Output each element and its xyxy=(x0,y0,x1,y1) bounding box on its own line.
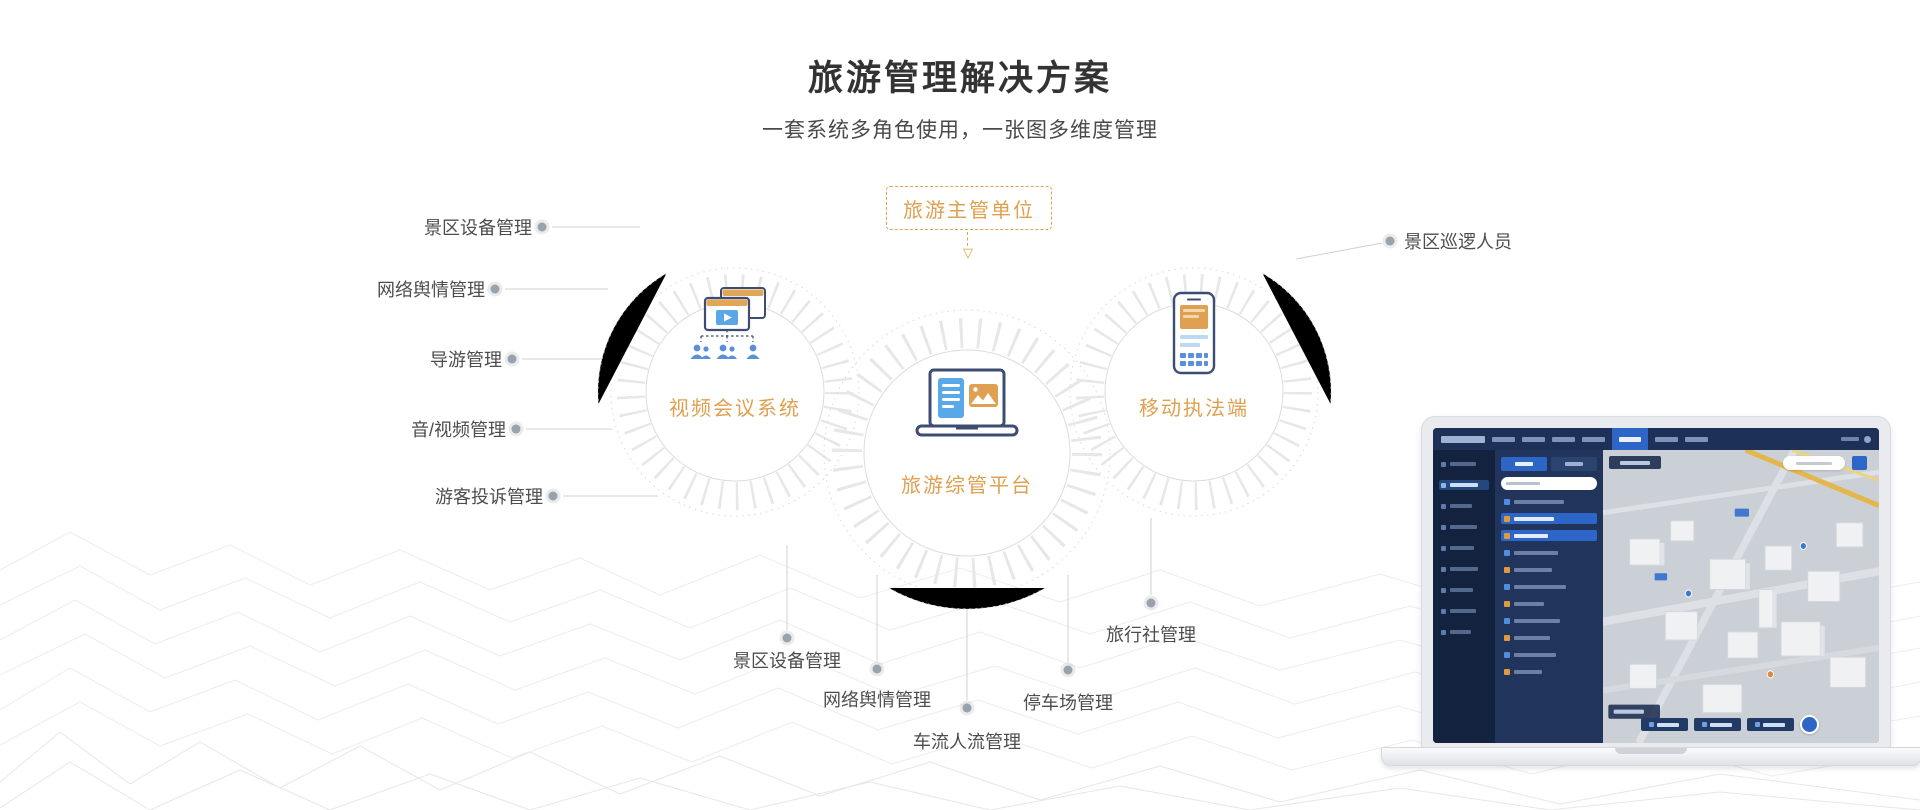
mobile-enforcement-icon xyxy=(1172,291,1216,375)
map-tool-button xyxy=(1746,718,1794,731)
tree-item-selected xyxy=(1501,513,1597,524)
dashboard-map-area xyxy=(1603,450,1879,743)
nav-tab xyxy=(1685,436,1708,442)
label-scenic-equipment-bottom: 景区设备管理 xyxy=(733,651,841,671)
laptop-mockup xyxy=(1381,416,1920,768)
circle-mobile-enforcement: 移动执法端 xyxy=(1044,242,1344,542)
circle-video-conference: 视频会议系统 xyxy=(585,242,885,542)
bullet-dot xyxy=(1385,236,1395,246)
page-title: 旅游管理解决方案 xyxy=(807,59,1112,98)
map-3d-view xyxy=(1603,450,1879,743)
video-conference-icon xyxy=(690,287,766,359)
laptop-notch xyxy=(1614,748,1687,754)
sidebar-item xyxy=(1439,501,1489,511)
tree-item xyxy=(1501,547,1597,558)
tree-tab-active xyxy=(1501,457,1547,471)
nav-tab xyxy=(1492,436,1515,442)
ring-decoration xyxy=(823,309,1111,610)
circle-label-platform: 旅游综管平台 xyxy=(901,475,1033,497)
tree-item xyxy=(1501,666,1597,677)
label-network-opinion: 网络舆情管理 xyxy=(377,280,485,300)
tree-item-selected xyxy=(1501,530,1597,541)
tree-item xyxy=(1501,598,1597,609)
map-toolbar xyxy=(1640,715,1819,734)
tree-panel-tabs xyxy=(1501,457,1597,471)
dashboard-screenshot xyxy=(1433,428,1879,743)
map-action-button xyxy=(1852,456,1867,470)
nav-tab xyxy=(1522,436,1545,442)
page-subtitle: 一套系统多角色使用，一张图多维度管理 xyxy=(762,119,1158,142)
nav-tab xyxy=(1582,436,1605,442)
bullet-dot xyxy=(490,284,500,294)
laptop-base xyxy=(1381,747,1920,766)
bullet-dot xyxy=(782,633,792,643)
label-tourist-complaint: 游客投诉管理 xyxy=(435,487,543,507)
bullet-dot xyxy=(1146,598,1156,608)
map-search-pill xyxy=(1783,456,1845,470)
label-travel-agency: 旅行社管理 xyxy=(1106,625,1196,645)
arrow-dash-line xyxy=(967,232,968,246)
bullet-dot xyxy=(962,703,972,713)
bullet-dot xyxy=(511,424,521,434)
bullet-dot xyxy=(548,491,558,501)
label-network-opinion-bottom: 网络舆情管理 xyxy=(823,690,931,710)
avatar xyxy=(1864,435,1871,443)
tree-item xyxy=(1501,564,1597,575)
dashboard-tree-panel xyxy=(1495,450,1603,743)
sidebar-item-active xyxy=(1439,480,1489,490)
tree-item xyxy=(1501,632,1597,643)
bullet-dot xyxy=(1063,665,1073,675)
circle-label-video-conference: 视频会议系统 xyxy=(669,398,801,420)
platform-laptop-icon xyxy=(915,368,1019,437)
map-layer-pill xyxy=(1609,456,1661,469)
bullet-dot xyxy=(537,222,547,232)
tree-item xyxy=(1501,496,1597,507)
sidebar-item xyxy=(1439,522,1489,532)
sidebar-item xyxy=(1439,585,1489,595)
authority-box: 旅游主管单位 xyxy=(886,186,1052,230)
topbar-user-area xyxy=(1841,435,1871,443)
sidebar-item xyxy=(1439,564,1489,574)
sidebar-item xyxy=(1439,627,1489,637)
label-audio-video: 音/视频管理 xyxy=(410,420,506,440)
nav-tab xyxy=(1655,436,1678,442)
nav-tab xyxy=(1552,436,1575,442)
dashboard-topbar xyxy=(1433,428,1879,450)
dashboard-body xyxy=(1433,450,1879,743)
map-tool-button xyxy=(1640,718,1688,731)
background-waves-decoration xyxy=(0,531,1920,810)
label-parking: 停车场管理 xyxy=(1023,693,1113,713)
bullet-dot xyxy=(872,664,882,674)
dashboard-sidebar xyxy=(1433,450,1495,743)
nav-tab-active xyxy=(1612,428,1648,450)
tree-item xyxy=(1501,615,1597,626)
sidebar-item xyxy=(1439,459,1489,469)
down-arrow-icon: ▽ xyxy=(963,245,973,260)
map-locate-button xyxy=(1799,715,1819,734)
bullet-dot xyxy=(507,354,517,364)
laptop-screen xyxy=(1421,416,1891,750)
map-tool-button xyxy=(1693,718,1741,731)
circle-platform: 旅游综管平台 xyxy=(802,288,1132,618)
label-tour-guide: 导游管理 xyxy=(430,350,502,370)
circle-label-mobile-enforcement: 移动执法端 xyxy=(1139,398,1249,420)
sidebar-item xyxy=(1439,606,1489,616)
label-traffic-flow: 车流人流管理 xyxy=(913,732,1021,752)
label-scenic-equipment: 景区设备管理 xyxy=(424,218,532,238)
sidebar-item xyxy=(1439,543,1489,553)
tree-search-input xyxy=(1501,477,1597,490)
tree-tab xyxy=(1551,457,1597,471)
label-patrol-staff: 景区巡逻人员 xyxy=(1404,232,1512,252)
tree-item xyxy=(1501,581,1597,592)
tree-item xyxy=(1501,649,1597,660)
dashboard-logo xyxy=(1441,435,1485,443)
